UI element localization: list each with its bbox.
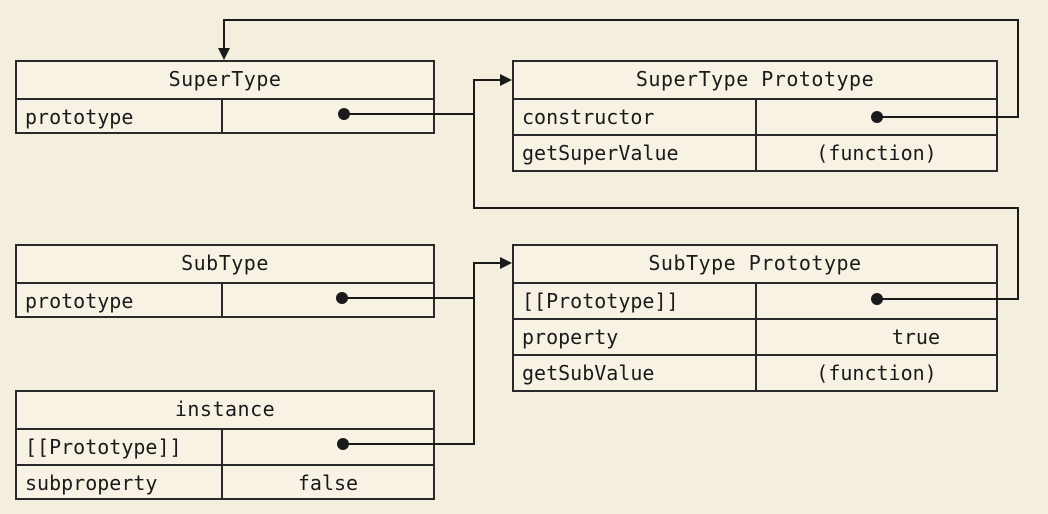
subtype-prototype-proto-pointer [757,284,996,318]
constructor-pointer [757,100,996,134]
supertype-prototype-title: SuperType Prototype [635,67,875,91]
subtype-prototype-row-proto: [[Prototype]] [514,282,996,318]
subtype-prototype-box: SubType Prototype [[Prototype]] property… [512,244,998,392]
subproperty-label: subproperty [17,466,223,500]
instance-row-subproperty: subproperty false [17,464,433,500]
supertype-box: SuperType prototype [15,60,435,134]
getsubvalue-value: (function) [816,361,937,385]
getsubvalue-label: getSubValue [514,356,757,390]
constructor-label: constructor [514,100,757,134]
supertype-prototype-pointer [223,100,433,134]
supertype-prototype-box: SuperType Prototype constructor getSuper… [512,60,998,172]
subtype-prototype-pointer [223,284,433,318]
subtype-prototype-row-property: property true [514,318,996,354]
supertype-row-prototype: prototype [17,98,433,134]
instance-box: instance [[Prototype]] subproperty false [15,390,435,500]
instance-title: instance [174,397,276,421]
subtype-prototype-row-getsubvalue: getSubValue (function) [514,354,996,390]
subtype-title: SubType [181,251,269,275]
subtype-box: SubType prototype [15,244,435,318]
supertype-prototype-row-constructor: constructor [514,98,996,134]
getsupervalue-label: getSuperValue [514,136,757,170]
supertype-title: SuperType [168,67,282,91]
property-label: property [514,320,757,354]
instance-row-proto: [[Prototype]] [17,428,433,464]
supertype-prototype-label: prototype [17,100,223,134]
subtype-prototype-title: SubType Prototype [648,251,862,275]
instance-proto-label: [[Prototype]] [17,430,223,464]
subtype-row-prototype: prototype [17,282,433,318]
instance-proto-pointer [223,430,433,464]
subtype-prototype-label: prototype [17,284,223,318]
property-value: true [891,325,940,349]
subtype-prototype-proto-label: [[Prototype]] [514,284,757,318]
supertype-prototype-row-getsupervalue: getSuperValue (function) [514,134,996,170]
subproperty-value: false [297,471,359,495]
getsupervalue-value: (function) [816,141,937,165]
